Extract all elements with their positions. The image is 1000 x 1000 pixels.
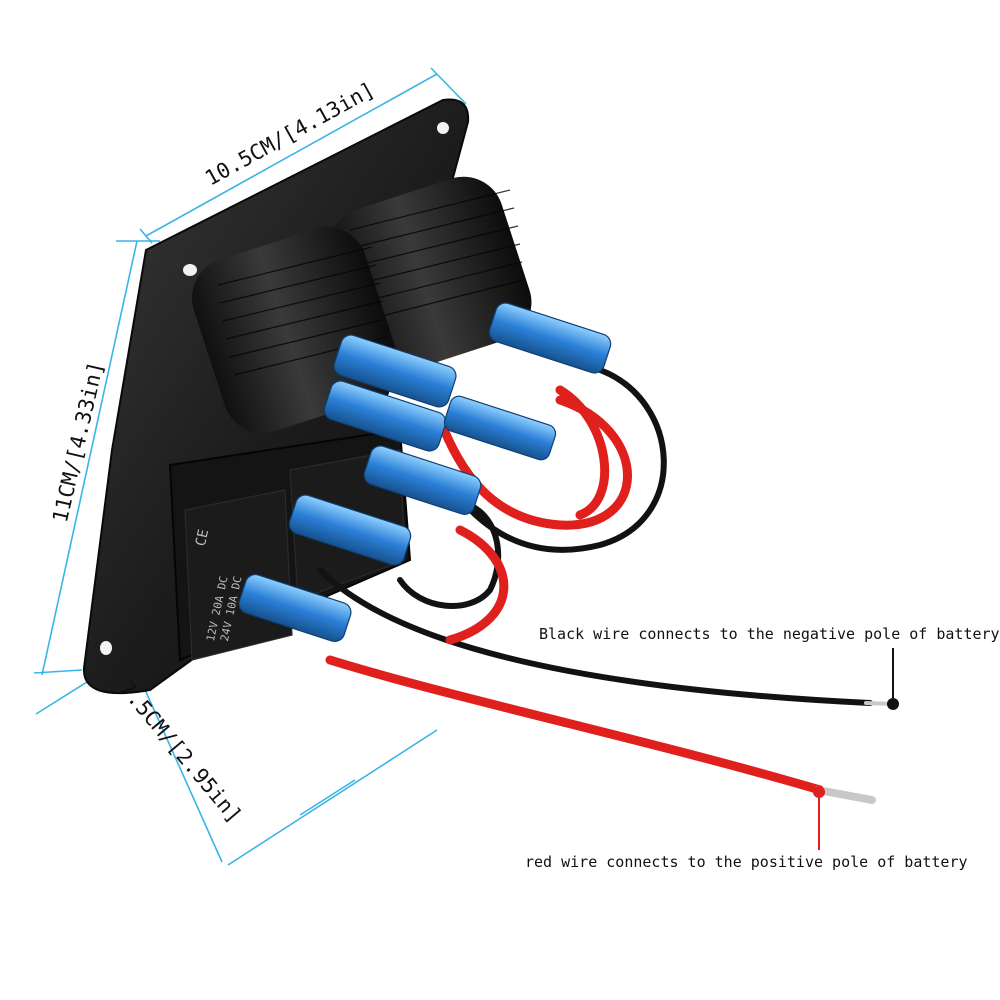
width-dimension-line (145, 73, 438, 237)
terminal (333, 334, 457, 408)
mounting-hole (437, 122, 449, 134)
terminal (443, 395, 557, 461)
blue-terminals (238, 302, 612, 643)
ce-mark: CE (193, 527, 213, 548)
negative-marker-dot (887, 698, 899, 710)
terminal (488, 302, 612, 374)
black-wire-lead (317, 567, 873, 706)
callout-markers (813, 648, 899, 850)
stripped-wire-ends (814, 701, 894, 804)
red-wires (325, 385, 825, 795)
terminal (238, 573, 352, 643)
black-wire-note: Black wire connects to the negative pole… (539, 625, 1000, 643)
dimension-lines (33, 67, 467, 866)
terminal (288, 494, 412, 566)
black-wires (317, 367, 873, 706)
red-wire-lead (325, 655, 825, 795)
mounting-hole (100, 641, 112, 655)
terminal (323, 380, 447, 452)
height-dimension-line (41, 240, 138, 676)
red-wire-note: red wire connects to the positive pole o… (525, 853, 968, 871)
mounting-hole (183, 264, 197, 276)
positive-marker-dot (813, 786, 825, 798)
terminal (363, 445, 482, 515)
socket-lower (191, 226, 399, 434)
